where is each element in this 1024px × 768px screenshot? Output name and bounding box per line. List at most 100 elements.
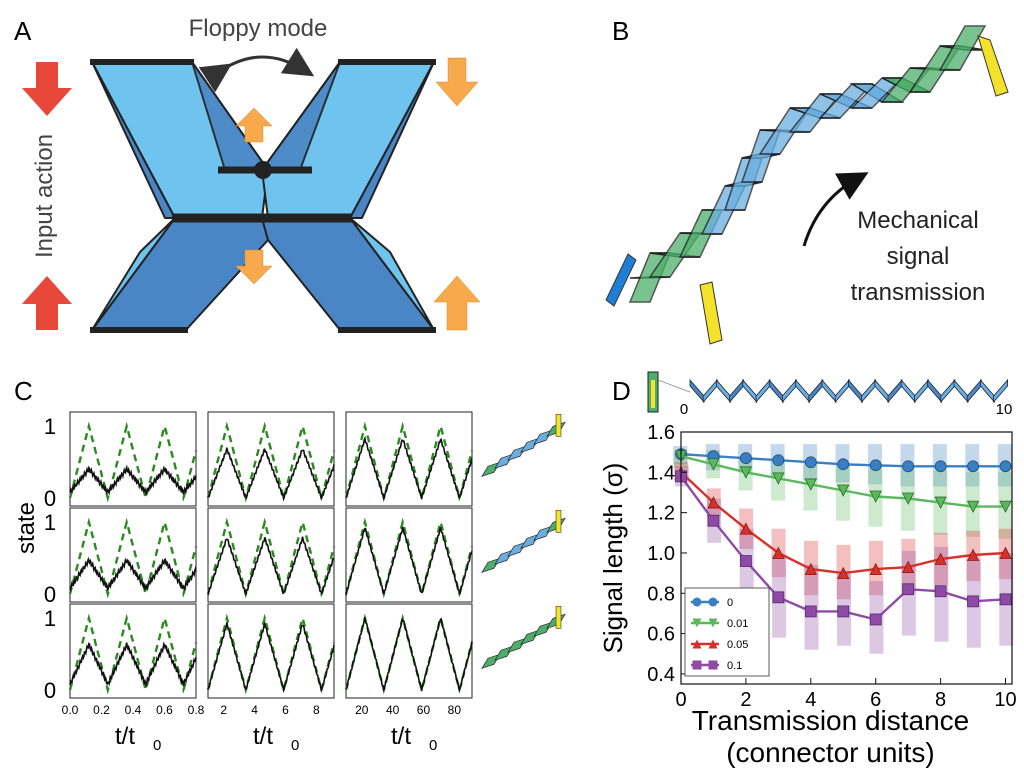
ytick-label: 0.4 <box>647 664 675 686</box>
data-point <box>869 562 882 575</box>
ytick-label-1: 1 <box>44 414 56 439</box>
data-point <box>999 546 1012 559</box>
panel-c-xlabel: t/t <box>253 723 273 750</box>
data-point <box>837 458 850 471</box>
xtick-label: 0.0 <box>62 703 79 717</box>
strip-link <box>808 378 824 404</box>
legend-marker <box>692 618 702 628</box>
input-signal-line <box>68 517 198 599</box>
strip-link <box>887 378 903 404</box>
strip-link <box>702 378 718 404</box>
legend-label-0: 0 <box>727 597 733 609</box>
xtick-label: 0.8 <box>188 703 205 717</box>
strip-link <box>768 378 784 404</box>
input-signal-line <box>344 517 474 599</box>
data-point <box>999 593 1012 606</box>
strip-link <box>755 378 771 404</box>
subplot-frame <box>69 411 197 507</box>
panel-c-xlabel-sub: 0 <box>291 737 299 754</box>
input-signal-line <box>68 613 198 695</box>
output-signal-line <box>207 447 335 502</box>
strip-link <box>729 378 744 404</box>
subplot-r1-c1 <box>206 507 336 603</box>
panel-c-xlabel: t/t <box>115 723 135 750</box>
hinge-joint <box>254 161 272 179</box>
xtick-label: 4 <box>251 703 258 717</box>
data-point <box>804 605 817 618</box>
panel-a: A Floppy mode <box>14 15 481 333</box>
strip-link <box>821 378 837 404</box>
output-arrow-down-icon <box>435 57 479 107</box>
data-point <box>934 585 947 598</box>
d-ylabel: Signal length (σ) <box>598 463 628 654</box>
xtick-label: 60 <box>417 703 431 717</box>
data-point <box>869 490 882 503</box>
strip-link <box>861 378 876 404</box>
data-point <box>934 460 947 473</box>
data-point <box>966 500 980 513</box>
strip-link <box>874 378 890 404</box>
data-point <box>902 492 915 505</box>
xtick-label: 0 <box>675 689 686 711</box>
strip-link <box>716 378 731 404</box>
input-signal-line <box>68 421 198 503</box>
xtick-label: 2 <box>220 703 227 717</box>
ytick-label-1: 1 <box>44 510 56 535</box>
legend-label-0.1: 0.1 <box>727 660 742 672</box>
data-point <box>967 595 979 608</box>
strip-label-start: 0 <box>680 401 688 418</box>
input-signal-line <box>206 421 336 503</box>
panel-b-letter: B <box>612 16 629 46</box>
data-point <box>966 548 980 561</box>
output-signal-line <box>69 464 197 497</box>
plot-frame <box>680 431 1013 685</box>
legend-marker <box>708 639 718 649</box>
data-point <box>707 514 720 527</box>
xtick-label: 8 <box>313 703 320 717</box>
strip-link <box>834 378 850 404</box>
output-signal-line <box>69 556 197 593</box>
input-arrow-up-icon <box>22 276 72 330</box>
d-xlabel-line1: Transmission distance <box>692 705 970 736</box>
strip-label-end: 10 <box>996 401 1013 418</box>
legend-marker <box>708 618 718 628</box>
xtick-label: 0.6 <box>156 703 173 717</box>
caption-line-1: Mechanical <box>857 207 978 234</box>
data-point <box>837 605 850 618</box>
subplot-frame <box>69 507 197 603</box>
output-arrow-up-icon <box>433 275 481 331</box>
data-point <box>837 484 850 497</box>
input-signal-line <box>344 421 474 503</box>
data-point <box>902 460 915 473</box>
strip-link <box>966 378 982 404</box>
signal-chain-structure <box>605 25 1009 345</box>
ytick-label: 0.8 <box>647 583 675 605</box>
xtick-label: 6 <box>282 703 289 717</box>
d-xlabel-line2: (connector units) <box>726 737 935 768</box>
caption-line-3: transmission <box>851 279 986 306</box>
subplot-frame <box>207 411 335 507</box>
ytick-label: 0.6 <box>647 624 675 646</box>
data-point <box>902 560 915 573</box>
center-arrow-up-icon <box>235 107 273 143</box>
subplot-r0-c2 <box>344 411 474 507</box>
data-point <box>999 460 1012 473</box>
center-arrow-down-icon <box>235 249 273 285</box>
legend-marker <box>692 639 702 649</box>
strip-link <box>795 378 810 404</box>
xtick-label: 20 <box>355 703 369 717</box>
input-signal-line <box>206 517 336 599</box>
subplot-r2-c0: 10 <box>44 603 198 703</box>
input-signal-line <box>206 613 336 695</box>
subplot-r1-c2 <box>344 507 474 603</box>
data-point <box>967 460 979 473</box>
subplot-frame <box>345 507 473 603</box>
strip-link <box>940 378 956 404</box>
strip-link <box>782 378 797 404</box>
strip-link <box>742 378 758 404</box>
panel-c-xlabel-sub: 0 <box>153 737 161 754</box>
panel-c-xlabel-sub: 0 <box>429 737 437 754</box>
ytick-label: 1.2 <box>647 503 675 525</box>
